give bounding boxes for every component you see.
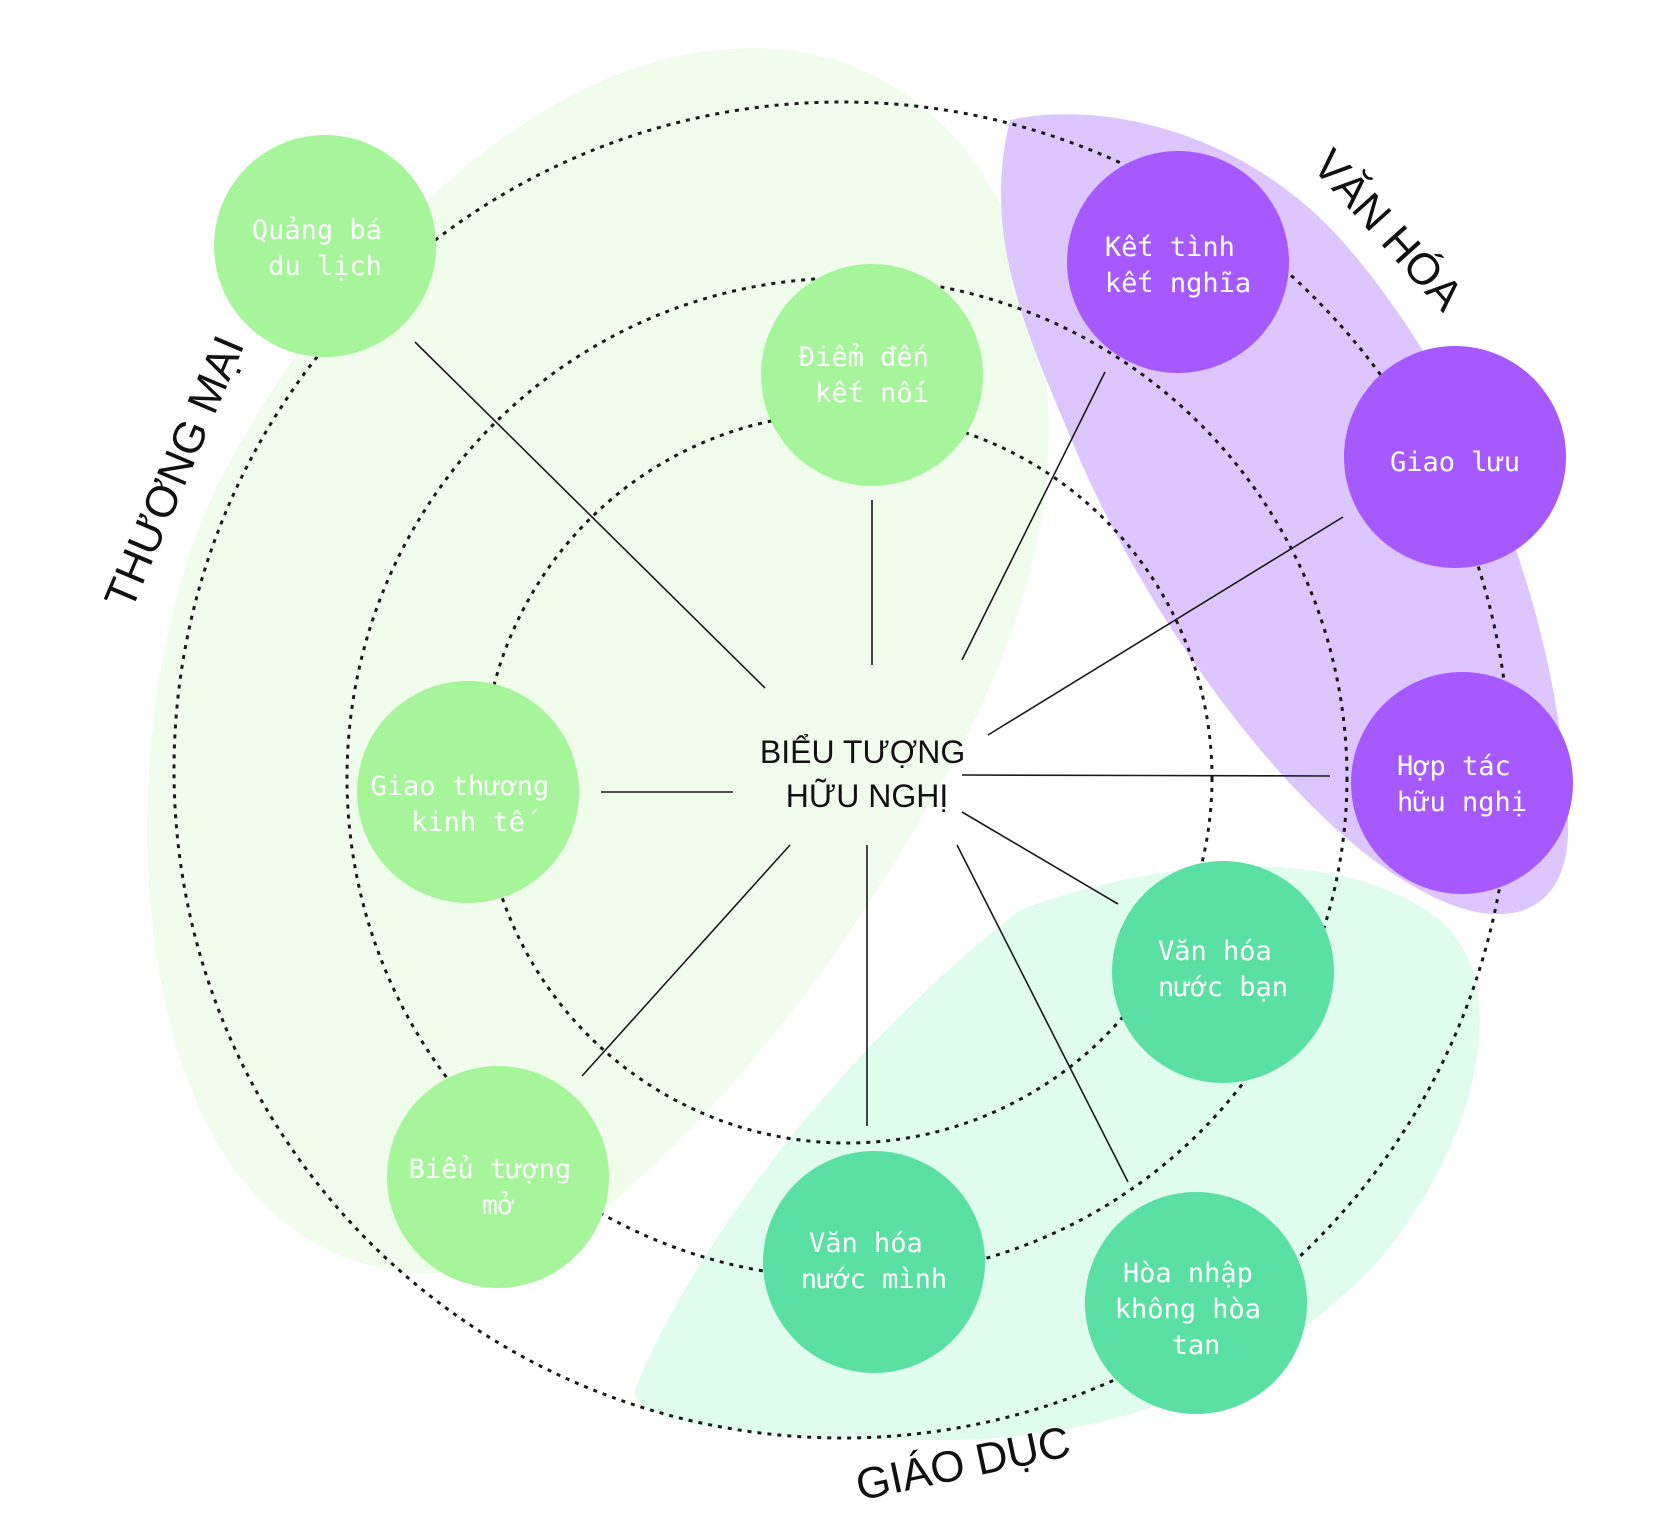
middle-dotted-ring (345, 276, 1349, 1280)
connector-hop-tac (961, 774, 1331, 777)
node-hoa-nhap-line2: không hòa (1115, 1294, 1261, 1325)
node-vh-nuoc-ban-line1: Văn hóa (1158, 936, 1272, 967)
node-diem-den-line2: kết nối (815, 378, 929, 409)
node-giao-thuong-line2: kinh tế (411, 807, 538, 838)
node-vh-nuoc-minh: Văn hóa nước mình (763, 1151, 985, 1373)
node-hop-tac-line2: hữu nghị (1397, 787, 1527, 818)
connector-lines (414, 341, 1344, 1183)
connector-hoa-nhap (956, 844, 1129, 1183)
connector-ket-tinh (961, 371, 1106, 661)
node-vh-nuoc-minh-line2: nước mình (801, 1264, 947, 1295)
node-quang-ba-line2: du lịch (268, 251, 382, 282)
node-diem-den: Điểm đến kết nối (761, 264, 983, 486)
node-ket-tinh-line2: kết nghĩa (1105, 268, 1251, 299)
node-diem-den-line1: Điểm đến (799, 342, 929, 373)
node-vh-nuoc-ban: Văn hóa nước bạn (1112, 861, 1334, 1083)
node-quang-ba-line1: Quảng bá (252, 215, 382, 246)
node-hop-tac: Hợp tác hữu nghị (1351, 672, 1573, 894)
node-bieu-tuong-mo-line2: mở (482, 1190, 515, 1221)
connector-quang-ba (414, 341, 766, 689)
svg-text:Kết tình kết nghĩa: Kết tình kết nghĩa (1105, 232, 1251, 299)
node-hoa-nhap-line1: Hòa nhập (1123, 1258, 1253, 1289)
center-label-line1: BIỂU TƯỢNG (760, 734, 965, 770)
node-ket-tinh-line1: Kết tình (1105, 232, 1235, 263)
svg-text:Hợp tác hữu nghị: Hợp tác hữu nghị (1397, 751, 1527, 818)
node-giao-luu-line1: Giao lưu (1390, 447, 1520, 478)
node-giao-thuong: Giao thương kinh tế (357, 681, 579, 903)
svg-text:Văn hóa nước bạn: Văn hóa nước bạn (1158, 936, 1288, 1003)
connector-giao-luu (987, 516, 1344, 736)
connector-vh-nuoc-ban (961, 811, 1119, 905)
node-hoa-nhap: Hòa nhập không hòa tan (1085, 1192, 1307, 1414)
svg-text:Hòa nhập không hòa: Hòa nhập không hòa tan (1115, 1258, 1278, 1361)
svg-text:Quảng bá du lịch: Quảng bá du lịch (252, 215, 398, 282)
connector-bieu-tuong-mo (581, 844, 791, 1077)
node-vh-nuoc-ban-line2: nước bạn (1158, 972, 1288, 1003)
inner-dotted-ring (480, 411, 1214, 1145)
svg-text:Văn hóa nước mình: Văn hóa nước mình (801, 1228, 947, 1295)
node-giao-luu: Giao lưu (1344, 346, 1566, 568)
node-bieu-tuong-mo-line1: Biểu tượng (409, 1154, 572, 1185)
svg-text:Biểu tượng mở: Biểu tượng mở (409, 1154, 588, 1221)
node-hop-tac-line1: Hợp tác (1397, 751, 1511, 782)
node-bieu-tuong-mo: Biểu tượng mở (387, 1066, 609, 1288)
svg-text:Giao lưu: Giao lưu (1390, 447, 1520, 478)
node-vh-nuoc-minh-line1: Văn hóa (809, 1228, 923, 1259)
node-giao-thuong-line1: Giao thương (370, 771, 549, 802)
center-label: BIỂU TƯỢNG HỮU NGHỊ (760, 734, 974, 814)
center-label-line2: HỮU NGHỊ (786, 778, 948, 814)
node-hoa-nhap-line3: tan (1172, 1330, 1221, 1361)
svg-text:Điểm đến kết nối: Điểm đến kết nối (799, 342, 945, 409)
svg-text:Giao thương kinh tế: Giao thương kinh tế (370, 771, 565, 838)
node-ket-tinh: Kết tình kết nghĩa (1067, 151, 1289, 373)
node-quang-ba: Quảng bá du lịch (214, 135, 436, 357)
